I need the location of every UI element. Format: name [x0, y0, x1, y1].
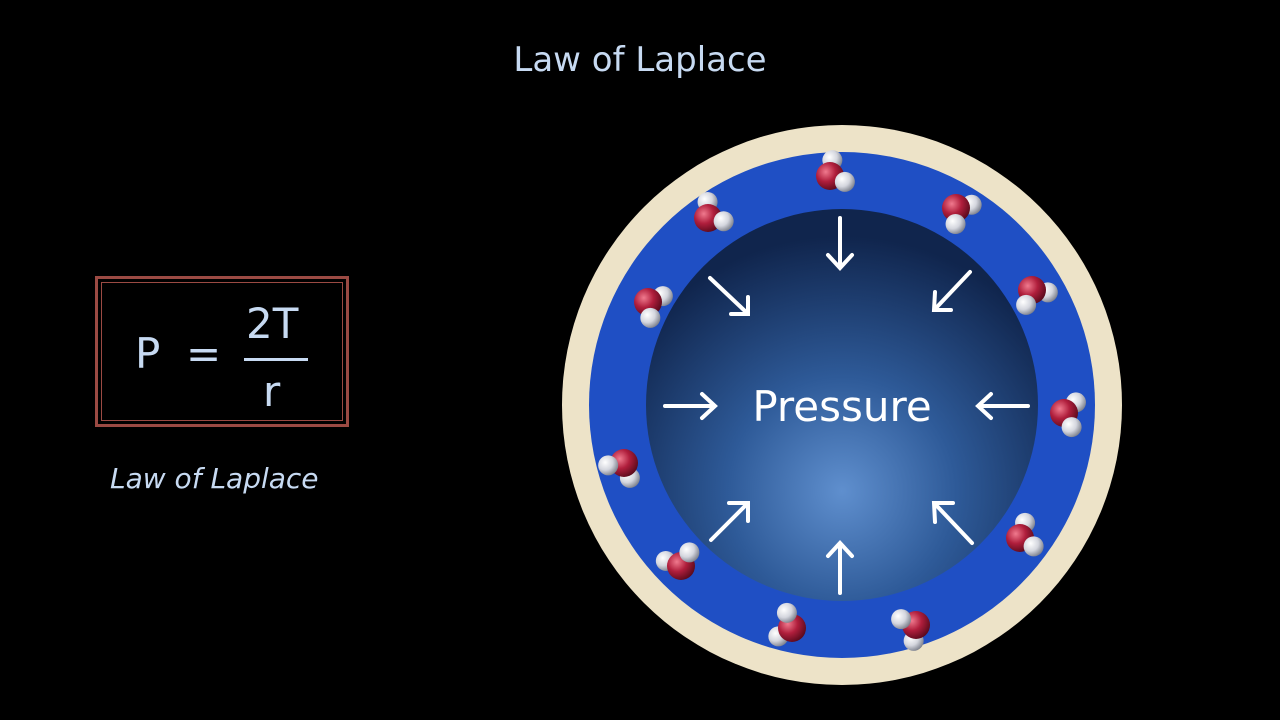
water-molecule — [891, 609, 930, 651]
pressure-arrows — [663, 216, 1030, 595]
formula-pressure-symbol: P — [135, 329, 161, 378]
hydrogen-atom — [834, 171, 855, 192]
hydrogen-atom — [1023, 536, 1044, 557]
water-molecule — [694, 192, 734, 232]
arrow-right — [975, 392, 1030, 420]
water-molecule — [655, 542, 700, 580]
hydrogen-atom — [679, 542, 700, 563]
arrow-top — [826, 216, 854, 271]
hydrogen-atom — [945, 213, 966, 234]
hydrogen-atom — [891, 609, 912, 630]
arrow-left — [663, 392, 718, 420]
formula-numerator: 2T — [246, 299, 299, 348]
water-molecule — [634, 286, 673, 328]
water-molecule — [1016, 276, 1058, 315]
arrow-top-right — [931, 270, 972, 312]
water-molecule — [598, 449, 640, 488]
arrow-bottom-right — [931, 501, 974, 545]
hydrogen-atom — [1016, 294, 1037, 315]
water-molecule — [1006, 512, 1044, 557]
water-molecule — [816, 150, 855, 192]
formula-equals-sign: = — [186, 329, 222, 378]
formula-caption: Law of Laplace — [110, 462, 319, 495]
hydrogen-atom — [598, 455, 619, 476]
water-molecule — [1050, 392, 1086, 438]
hydrogen-atom — [776, 602, 797, 623]
arrow-top-left — [708, 276, 750, 316]
slide-title: Law of Laplace — [513, 40, 767, 80]
oxygen-atom — [942, 194, 970, 222]
arrow-bottom-left — [709, 501, 750, 542]
formula-fraction-bar — [244, 358, 308, 361]
hydrogen-atom — [640, 307, 661, 328]
hydrogen-atom — [1061, 417, 1082, 438]
formula-denominator: r — [263, 367, 281, 416]
formula-box: P = 2T r — [95, 276, 349, 427]
water-molecule — [768, 602, 806, 647]
pressure-label: Pressure — [752, 382, 931, 431]
arrow-bottom — [826, 540, 854, 595]
water-molecules — [598, 150, 1086, 651]
water-molecule — [942, 194, 982, 234]
hydrogen-atom — [713, 211, 734, 232]
